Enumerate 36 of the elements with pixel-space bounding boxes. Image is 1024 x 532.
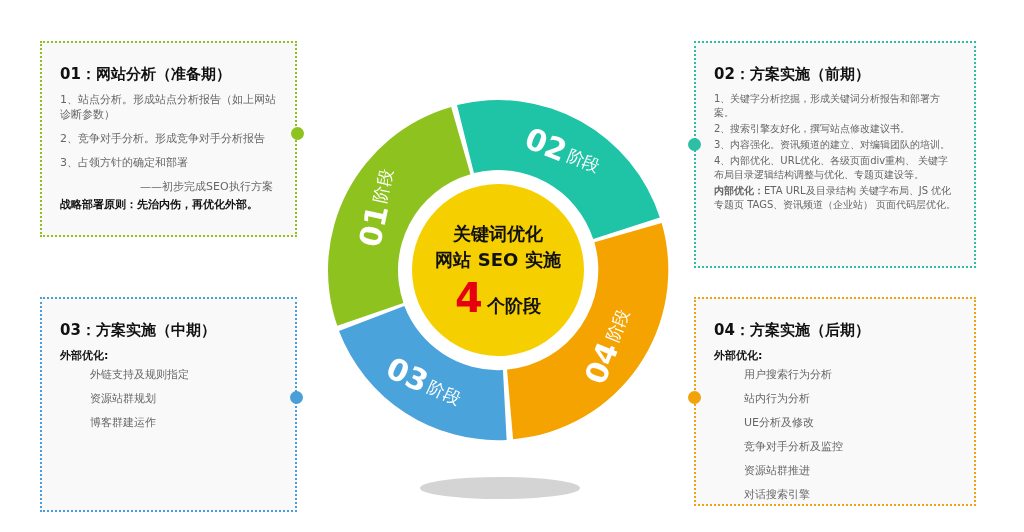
card-heading: 03：方案实施（中期） xyxy=(60,321,216,340)
stage-label: 阶段 xyxy=(602,306,634,346)
list-item: 3、内容强化。资讯频道的建立、对编辑团队的培训。 xyxy=(714,138,952,152)
section-label: 外部优化: xyxy=(60,348,110,363)
list-item: 用户搜索行为分析 xyxy=(743,367,832,382)
section-label: 战略部署原则：先治内伤，再优化外部。 xyxy=(60,197,259,212)
card-heading: 02：方案实施（前期） xyxy=(714,65,870,84)
list-item: 3、占领方针的确定和部署 xyxy=(60,155,189,170)
stage-label: 阶段 xyxy=(564,144,604,176)
card-heading: 04：方案实施（后期） xyxy=(714,321,870,340)
list-item: 1、站点分析。形成站点分析报告（如上网站诊断参数） xyxy=(60,92,277,122)
stage-count: 4 xyxy=(455,277,483,319)
text-card xyxy=(694,297,976,506)
card-heading: 01：网站分析（准备期） xyxy=(60,65,231,84)
text-card xyxy=(694,41,976,268)
list-item: 博客群建运作 xyxy=(89,415,156,430)
list-item: 竞争对手分析及监控 xyxy=(743,439,843,454)
text-card xyxy=(40,41,297,237)
list-item: 4、内部优化、URL优化、各级页面div重构、 关键字布局目录逻辑结构调整与优化、专题页建设等。 xyxy=(714,154,950,182)
section-label: 外部优化: xyxy=(714,348,764,363)
center-subtitle: 个阶段 xyxy=(486,294,541,318)
stage-label: 阶段 xyxy=(369,167,397,205)
list-item: 1、关键字分析挖掘，形成关键词分析报告和部署方案。 xyxy=(714,92,942,120)
signature-line: ——初步完成SEO执行方案 xyxy=(139,179,274,194)
list-item: 2、搜索引擎友好化，撰写站点修改建议书。 xyxy=(714,122,912,136)
center-title: 关键词优化 xyxy=(453,222,543,246)
list-item: UE分析及修改 xyxy=(743,415,814,430)
list-item: 资源站群推进 xyxy=(743,463,810,478)
list-item: 对话搜索引擎 xyxy=(743,487,810,502)
text-card xyxy=(40,297,297,512)
list-item: 内部优化：ETA URL及目录结构 关键字布局、JS 优化专题页 TAGS、资讯频道（企业站） 页面代码层优化。 xyxy=(714,184,958,212)
list-item: 外链支持及规则指定 xyxy=(89,367,189,382)
list-item: 站内行为分析 xyxy=(743,391,810,406)
list-item: 2、竞争对手分析。形成竞争对手分析报告 xyxy=(60,131,266,146)
list-item: 资源站群规划 xyxy=(89,391,156,406)
center-title: 网站 SEO 实施 xyxy=(435,248,561,272)
